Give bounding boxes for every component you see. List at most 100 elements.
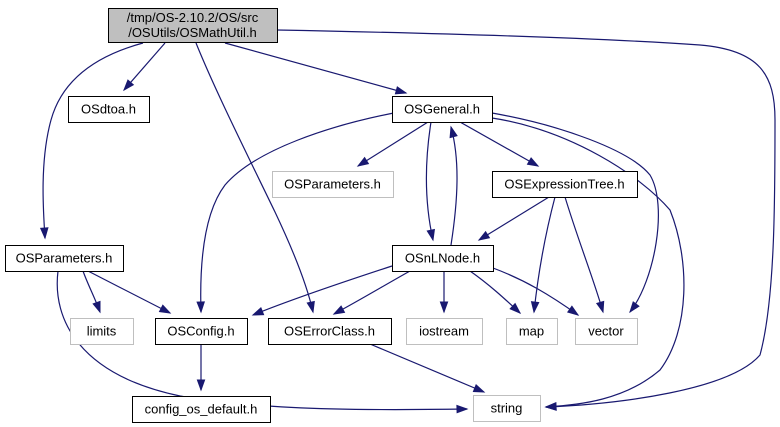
edge-line bbox=[276, 29, 776, 408]
edge-osgeneral-to-osconfig bbox=[196, 111, 400, 314]
edge-line bbox=[533, 196, 556, 313]
node-box bbox=[272, 171, 394, 198]
edge-main-to-osdtoa bbox=[123, 42, 166, 92]
node-label: OSnLNode.h bbox=[405, 251, 480, 266]
node-label: vector bbox=[588, 324, 624, 339]
edge-osgeneral-to-osnlnode bbox=[425, 121, 435, 242]
edge-arrowhead bbox=[332, 305, 346, 315]
edge-line bbox=[224, 42, 407, 94]
edge-arrowhead bbox=[39, 227, 49, 240]
node-osdtoa[interactable]: OSdtoa.h bbox=[68, 96, 150, 123]
edge-arrowhead bbox=[196, 379, 206, 392]
node-osnlnode[interactable]: OSnLNode.h bbox=[392, 245, 494, 272]
node-box bbox=[575, 318, 638, 345]
edge-arrowhead bbox=[509, 302, 522, 315]
node-label: map bbox=[519, 324, 544, 339]
edge-arrowhead bbox=[394, 86, 408, 95]
node-label: limits bbox=[87, 324, 117, 339]
node-vector: vector bbox=[575, 318, 638, 345]
edge-osexprtree-to-vector bbox=[564, 196, 605, 314]
node-configdefault[interactable]: config_os_default.h bbox=[132, 396, 271, 423]
edge-osnlnode-to-osgeneral bbox=[449, 125, 458, 246]
node-box bbox=[492, 171, 638, 198]
node-osexprtree[interactable]: OSExpressionTree.h bbox=[492, 171, 638, 198]
node-box bbox=[392, 96, 493, 123]
node-label: OSConfig.h bbox=[167, 324, 234, 339]
edge-osgeneral-to-vector bbox=[491, 112, 659, 314]
node-label: iostream bbox=[419, 324, 469, 339]
node-box bbox=[68, 96, 150, 123]
node-box bbox=[132, 396, 271, 423]
edge-osnlnode-to-oserrorclass bbox=[332, 270, 411, 315]
edge-arrowhead bbox=[123, 79, 135, 92]
edge-arrowhead bbox=[439, 301, 449, 314]
node-box bbox=[473, 395, 541, 422]
node-box bbox=[155, 318, 248, 345]
edge-osnlnode-to-iostream bbox=[439, 271, 449, 314]
node-box bbox=[268, 318, 392, 345]
edge-line bbox=[459, 121, 539, 167]
edge-arrowhead bbox=[526, 157, 540, 167]
edge-arrowhead bbox=[595, 300, 605, 314]
edge-line bbox=[333, 270, 411, 315]
edge-arrowhead bbox=[449, 125, 458, 139]
node-oserrorclass[interactable]: OSErrorClass.h bbox=[268, 318, 392, 345]
node-label: /tmp/OS-2.10.2/OS/src bbox=[127, 10, 259, 25]
edge-arrowhead bbox=[92, 300, 101, 314]
edge-osnlnode-to-vector bbox=[492, 267, 580, 316]
edge-line bbox=[200, 111, 400, 313]
edge-line bbox=[491, 112, 659, 313]
edge-osnlnode-to-osconfig bbox=[251, 265, 393, 316]
node-osconfig[interactable]: OSConfig.h bbox=[155, 318, 248, 345]
node-box bbox=[406, 318, 483, 345]
node-box bbox=[5, 245, 124, 272]
edge-arrowhead bbox=[629, 301, 640, 314]
edge-osconfig-to-configdefault bbox=[196, 344, 206, 392]
edge-arrowhead bbox=[251, 307, 265, 316]
edge-main-to-string bbox=[276, 29, 776, 411]
node-label: OSErrorClass.h bbox=[284, 324, 375, 339]
node-iostream: iostream bbox=[406, 318, 483, 345]
edge-line bbox=[252, 265, 393, 316]
edge-arrowhead bbox=[477, 230, 491, 241]
node-main[interactable]: /tmp/OS-2.10.2/OS/src/OSUtils/OSMathUtil… bbox=[108, 8, 278, 43]
edge-osexprtree-to-osnlnode bbox=[477, 196, 550, 241]
nodes-layer: /tmp/OS-2.10.2/OS/src/OSUtils/OSMathUtil… bbox=[5, 8, 638, 423]
node-label: OSParameters.h bbox=[284, 177, 381, 192]
edge-line bbox=[491, 117, 685, 408]
edge-osexprtree-to-map bbox=[530, 196, 556, 314]
edge-oserrorclass-to-string bbox=[369, 343, 486, 393]
edge-arrowhead bbox=[530, 301, 540, 314]
edge-osparams-to-limits bbox=[82, 270, 101, 314]
node-label: config_os_default.h bbox=[145, 402, 258, 417]
edge-osparams-to-osconfig bbox=[87, 270, 172, 314]
edge-arrowhead bbox=[544, 402, 557, 411]
edge-arrowhead bbox=[472, 383, 486, 393]
node-map: map bbox=[506, 318, 558, 345]
edges-layer bbox=[39, 29, 776, 414]
node-box bbox=[108, 8, 278, 43]
node-osgeneral[interactable]: OSGeneral.h bbox=[392, 96, 493, 123]
edge-main-to-osgeneral bbox=[224, 42, 408, 95]
node-box bbox=[70, 318, 134, 345]
edge-arrowhead bbox=[456, 404, 469, 414]
node-label: string bbox=[491, 401, 523, 416]
edge-line bbox=[42, 42, 144, 239]
edge-line bbox=[195, 42, 314, 313]
node-limits: limits bbox=[70, 318, 134, 345]
node-osparams_sys: OSParameters.h bbox=[272, 171, 394, 198]
node-label: OSGeneral.h bbox=[404, 102, 480, 117]
edge-main-to-osparams bbox=[39, 42, 144, 240]
edge-line bbox=[564, 196, 604, 313]
node-string: string bbox=[473, 395, 541, 422]
edge-arrowhead bbox=[566, 305, 580, 316]
edge-arrowhead bbox=[306, 300, 315, 314]
node-osparams[interactable]: OSParameters.h bbox=[5, 245, 124, 272]
edge-osgeneral-to-osexprtree bbox=[459, 121, 540, 167]
edge-line bbox=[450, 126, 458, 246]
node-label: OSParameters.h bbox=[16, 251, 113, 266]
edge-osnlnode-to-map bbox=[469, 270, 522, 315]
edge-arrowhead bbox=[158, 304, 172, 314]
edge-osgeneral-to-osparams_sys bbox=[356, 121, 429, 167]
